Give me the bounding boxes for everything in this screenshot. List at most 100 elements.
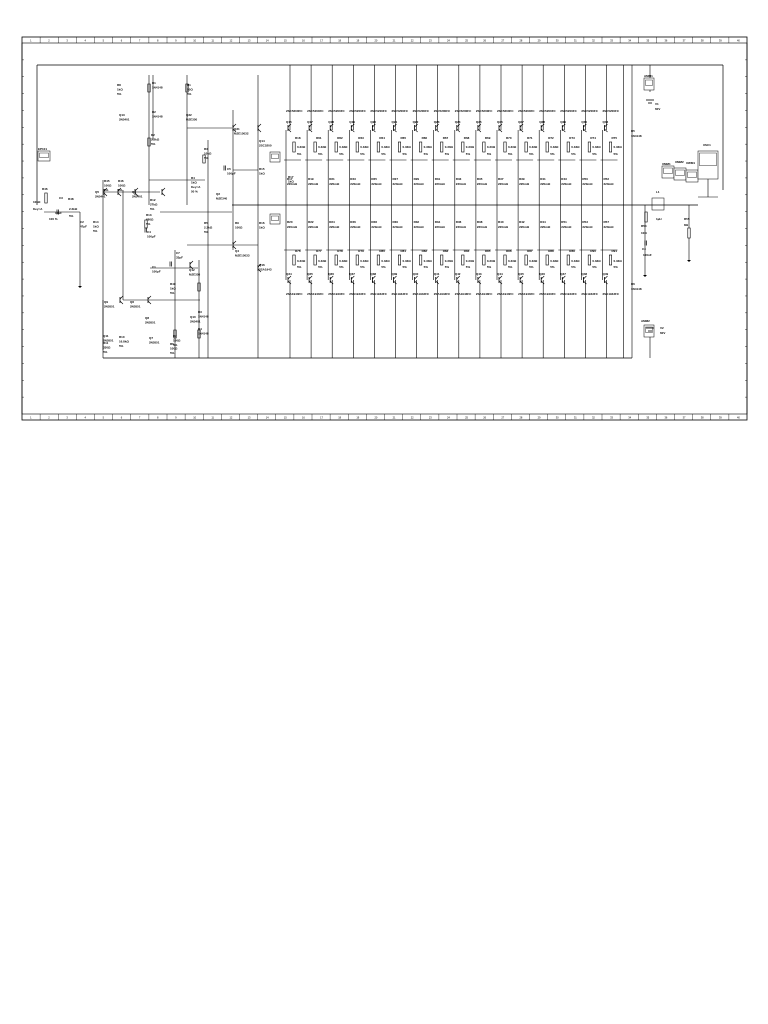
pnp-emitter-value: 0.33Ω bbox=[360, 259, 369, 263]
d5-ref: D5 bbox=[631, 129, 635, 133]
meter-screen bbox=[39, 152, 49, 158]
pnp-emitter-tol: 5% bbox=[466, 265, 471, 269]
zone-column-label: 14 bbox=[266, 415, 269, 419]
left-part-value: 2N5401 bbox=[190, 320, 201, 324]
left-part-value: 100Ω bbox=[104, 184, 112, 188]
transistor-collector bbox=[414, 275, 418, 280]
oscilloscope-icon bbox=[697, 150, 719, 180]
pnp-part-label: 2SA1943FC bbox=[581, 292, 598, 296]
pnp-transistor bbox=[371, 275, 376, 285]
v2-ref: V2 bbox=[660, 326, 664, 330]
driver-resistor bbox=[173, 329, 177, 339]
npn-emitter-ref: R61 bbox=[316, 136, 322, 140]
npn-base-value: 220mΩ bbox=[519, 182, 530, 186]
pnp-emitter-resistor bbox=[566, 254, 570, 266]
npn-emitter-resistor bbox=[608, 141, 612, 153]
transistor-collector bbox=[456, 123, 461, 128]
driver-transistor bbox=[117, 187, 122, 197]
left-part-value: 33pF bbox=[176, 256, 183, 260]
driver-resistor bbox=[202, 154, 206, 164]
pnp-base-value: 220mΩ bbox=[582, 225, 593, 229]
npn-transistor bbox=[519, 123, 524, 133]
left-part-value: 2N5551 bbox=[149, 341, 160, 345]
v1-value: 60V bbox=[655, 107, 660, 111]
left-part-value: 2.2kΩ bbox=[151, 138, 160, 142]
pnp-ref-label: Q47 bbox=[560, 272, 566, 276]
transistor-collector bbox=[435, 123, 439, 128]
left-part-ref: Q11 bbox=[103, 334, 109, 338]
zone-column-label: 18 bbox=[338, 38, 341, 42]
transistor-collector bbox=[351, 275, 355, 280]
pnp-emitter-value: 0.33Ω bbox=[445, 259, 454, 263]
npn-emitter-value: 0.33Ω bbox=[592, 145, 601, 149]
left-part-ref: Q4 bbox=[235, 249, 239, 253]
pnp-emitter-resistor bbox=[355, 254, 359, 266]
zone-column-label: 3 bbox=[66, 415, 68, 419]
pnp-emitter-ref: R76 bbox=[295, 249, 301, 253]
transistor-emitter bbox=[393, 128, 397, 133]
left-part-value: 2N5551 bbox=[103, 339, 114, 343]
left-part-value: 2N5401 bbox=[119, 118, 130, 122]
transistor-emitter bbox=[232, 245, 237, 250]
npn-transistor bbox=[477, 123, 482, 133]
npn-emitter-tol: 5% bbox=[339, 152, 344, 156]
npn-emitter-value: 0.33Ω bbox=[424, 145, 433, 149]
pnp-emitter-ref: R78 bbox=[337, 249, 343, 253]
npn-emitter-tol: 5% bbox=[318, 152, 323, 156]
c4-cap bbox=[644, 240, 647, 246]
left-part-ref: R6 bbox=[170, 342, 174, 346]
left-part-tol: 5% bbox=[118, 188, 123, 192]
pnp-transistor bbox=[561, 275, 566, 285]
transistor-emitter bbox=[414, 128, 418, 133]
left-part-value: 1kΩ bbox=[93, 225, 99, 229]
npn-part-label: 2SC5200FC bbox=[328, 109, 345, 113]
pnp-emitter-resistor bbox=[292, 254, 296, 266]
zone-column-label: 11 bbox=[211, 38, 214, 42]
d6-ref: D6 bbox=[631, 282, 635, 286]
zone-column-label: 12 bbox=[229, 38, 232, 42]
npn-emitter-ref: R72 bbox=[548, 136, 554, 140]
zone-column-label: 14 bbox=[266, 38, 269, 42]
npn-base-value: 220mΩ bbox=[371, 182, 382, 186]
transistor-emitter bbox=[119, 300, 124, 305]
left-part-ref: D3 bbox=[198, 310, 202, 314]
left-part-value: 1N4148 bbox=[152, 86, 163, 90]
pnp-part-label: 2SA1943FC bbox=[518, 292, 535, 296]
left-part-value: MJE340 bbox=[216, 197, 228, 201]
npn-base-value: 220mΩ bbox=[308, 182, 319, 186]
transistor-emitter bbox=[103, 192, 108, 197]
left-part-ref: R4 bbox=[191, 176, 195, 180]
left-part-ref: Q2 bbox=[216, 192, 220, 196]
pnp-emitter-resistor bbox=[313, 254, 317, 266]
left-part-ref: R14 bbox=[93, 220, 99, 224]
npn-part-label: 2SC5200FC bbox=[497, 109, 514, 113]
npn-emitter-value: 0.33Ω bbox=[571, 145, 580, 149]
zone-column-label: 16 bbox=[302, 38, 305, 42]
zone-column-label: 35 bbox=[646, 38, 649, 42]
driver-transistor bbox=[103, 187, 108, 197]
transistor-emitter bbox=[562, 280, 566, 285]
npn-emitter-ref: R62 bbox=[337, 136, 343, 140]
left-part-ref: D4 bbox=[198, 327, 202, 331]
driver-transistor bbox=[147, 295, 152, 305]
driver-resistor bbox=[147, 83, 151, 93]
npn-ref-label: Q20 bbox=[370, 120, 376, 124]
transistor-collector bbox=[103, 187, 108, 192]
npn-ref-label: Q25 bbox=[476, 120, 482, 124]
left-part-value: MJE15032 bbox=[234, 132, 249, 136]
npn-part-label: 2SC5200FC bbox=[349, 109, 366, 113]
input-pot-value: 10kΩ bbox=[33, 200, 41, 204]
pnp-emitter-value: 0.33Ω bbox=[508, 259, 517, 263]
transistor-emitter bbox=[540, 280, 545, 285]
pnp-base-value: 220mΩ bbox=[561, 225, 572, 229]
left-part-ref: R15 bbox=[259, 167, 265, 171]
left-part-tol: 5% bbox=[150, 207, 155, 211]
npn-emitter-value: 0.33Ω bbox=[318, 145, 327, 149]
npn-base-ref: R35 bbox=[477, 177, 483, 181]
inductor-l1 bbox=[651, 197, 665, 211]
npn-base-value: 220mΩ bbox=[350, 182, 361, 186]
transistor-emitter bbox=[498, 128, 503, 133]
left-part-ref: R10 bbox=[119, 335, 125, 339]
transistor-emitter bbox=[456, 280, 461, 285]
npn-emitter-resistor bbox=[334, 141, 338, 153]
